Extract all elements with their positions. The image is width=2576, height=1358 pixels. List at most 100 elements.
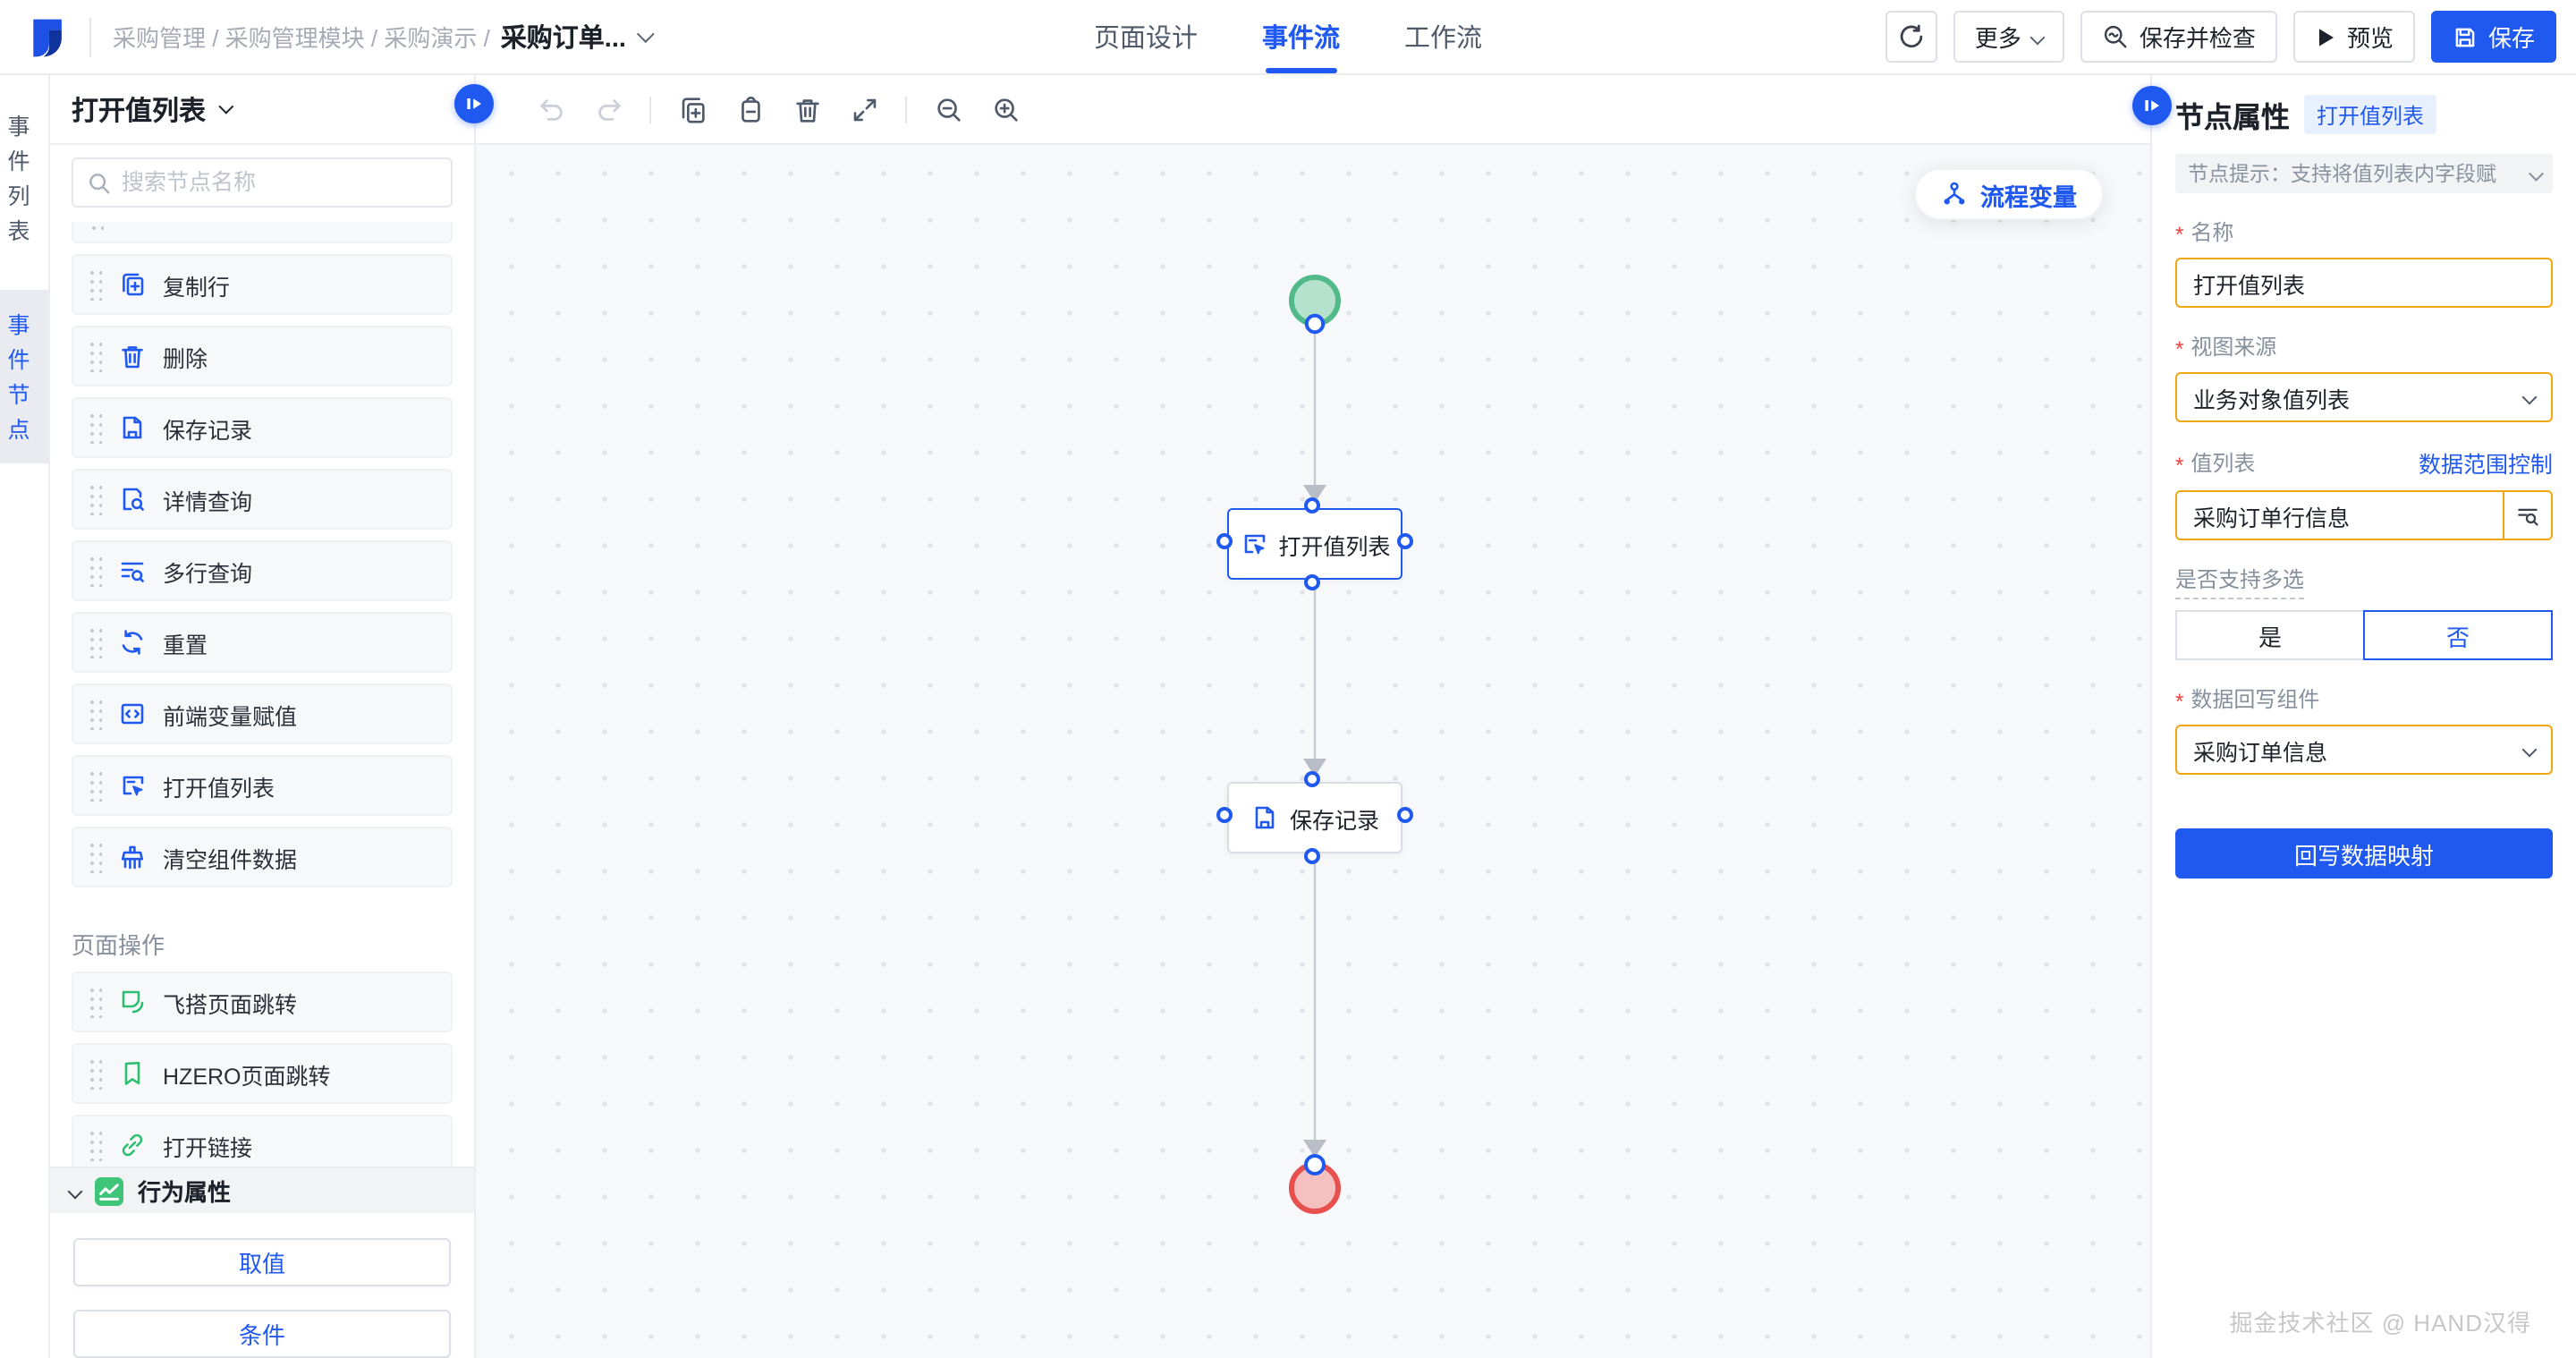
preview-button[interactable]: 预览 xyxy=(2292,11,2415,63)
flow-variable-button[interactable]: 流程变量 xyxy=(1914,168,2104,220)
node-item-save-record[interactable]: 保存记录 xyxy=(72,397,453,458)
list-item-clipped[interactable] xyxy=(72,222,453,243)
collapse-right-panel-button[interactable] xyxy=(2132,86,2172,125)
save-button[interactable]: 保存 xyxy=(2430,11,2556,63)
writeback-mapping-button[interactable]: 回写数据映射 xyxy=(2175,828,2553,878)
port-top[interactable] xyxy=(1303,497,1319,513)
drag-handle-icon[interactable] xyxy=(88,769,102,802)
zoom-in-button[interactable] xyxy=(989,93,1021,125)
paste-button[interactable] xyxy=(733,93,766,125)
drag-handle-icon[interactable] xyxy=(88,268,102,301)
port-right[interactable] xyxy=(1397,806,1413,822)
data-range-control-link[interactable]: 数据范围控制 xyxy=(2418,453,2553,478)
required-asterisk: * xyxy=(2175,452,2184,477)
get-value-button[interactable]: 取值 xyxy=(73,1238,451,1286)
copy-add-button[interactable] xyxy=(676,93,708,125)
lov-picker-button[interactable] xyxy=(2503,492,2551,539)
toolbar-divider xyxy=(905,96,907,123)
title-chevron-down-icon[interactable] xyxy=(636,25,655,44)
start-node-port[interactable] xyxy=(1304,313,1326,335)
rail-tab-event-list[interactable]: 事件列表 xyxy=(4,115,29,254)
delete-node-button[interactable] xyxy=(791,93,823,125)
edge-arrow-icon xyxy=(1303,759,1326,777)
drag-handle-icon[interactable] xyxy=(88,412,102,444)
panel-title-chevron-icon[interactable] xyxy=(218,98,234,115)
node-hint-bar[interactable]: 节点提示：支持将值列表内字段赋 xyxy=(2175,154,2553,193)
drag-handle-icon[interactable] xyxy=(88,841,102,873)
drag-handle-icon[interactable] xyxy=(88,340,102,372)
port-bottom[interactable] xyxy=(1303,848,1319,864)
undo-button[interactable] xyxy=(535,93,567,125)
watermark: 掘金技术社区 @ HAND汉得 xyxy=(2229,1310,2531,1337)
drag-handle-icon[interactable] xyxy=(88,1057,102,1090)
refresh-button[interactable] xyxy=(1885,11,1937,63)
tab-page-design[interactable]: 页面设计 xyxy=(1094,25,1198,54)
flow-edges-layer xyxy=(1289,275,1341,1214)
port-bottom[interactable] xyxy=(1303,574,1319,590)
view-source-select[interactable]: 业务对象值列表 xyxy=(2175,372,2553,422)
search-input[interactable] xyxy=(122,170,436,195)
writeback-select[interactable]: 采购订单信息 xyxy=(2175,725,2553,775)
required-asterisk: * xyxy=(2175,688,2184,713)
condition-button[interactable]: 条件 xyxy=(73,1310,451,1358)
zoom-out-button[interactable] xyxy=(932,93,964,125)
toggle-option-yes[interactable]: 是 xyxy=(2175,610,2363,660)
node-item-frontend-var-assign[interactable]: 前端变量赋值 xyxy=(72,683,453,744)
end-node-port[interactable] xyxy=(1304,1154,1326,1176)
node-item-feida-page-jump[interactable]: 飞搭页面跳转 xyxy=(72,972,453,1032)
node-item-hzero-page-jump[interactable]: HZERO页面跳转 xyxy=(72,1043,453,1104)
save-check-button[interactable]: 保存并检查 xyxy=(2080,11,2277,63)
edge-arrow-icon xyxy=(1303,1140,1326,1158)
flow-node-open-lov[interactable]: 打开值列表 xyxy=(1216,497,1413,590)
drag-handle-icon[interactable] xyxy=(88,698,102,730)
node-item-detail-query[interactable]: 详情查询 xyxy=(72,469,453,530)
name-field[interactable]: 打开值列表 xyxy=(2175,258,2553,308)
left-panel-footer: 取值 条件 xyxy=(50,1213,474,1358)
drag-handle-icon[interactable] xyxy=(88,1129,102,1161)
more-button[interactable]: 更多 xyxy=(1953,11,2064,63)
drag-handle-icon[interactable] xyxy=(88,483,102,515)
behavior-properties-bar[interactable]: 行为属性 xyxy=(50,1167,474,1213)
tab-workflow[interactable]: 工作流 xyxy=(1404,25,1482,54)
port-top[interactable] xyxy=(1303,771,1319,787)
tab-event-flow[interactable]: 事件流 xyxy=(1262,0,1340,73)
collapse-left-panel-button[interactable] xyxy=(454,84,494,123)
topbar-actions: 更多 保存并检查 预览 保存 xyxy=(1885,11,2556,63)
divider xyxy=(89,17,91,56)
fit-view-icon xyxy=(852,98,876,121)
flow-node-save-record[interactable]: 保存记录 xyxy=(1216,771,1413,864)
toggle-option-no[interactable]: 否 xyxy=(2363,610,2553,660)
node-hint-text: 节点提示：支持将值列表内字段赋 xyxy=(2188,165,2496,186)
port-left[interactable] xyxy=(1216,806,1233,822)
redo-icon xyxy=(597,98,620,120)
view-source-label: * 视图来源 xyxy=(2175,335,2277,361)
node-item-reset[interactable]: 重置 xyxy=(72,612,453,673)
fit-view-button[interactable] xyxy=(848,93,880,125)
breadcrumb-path[interactable]: 采购管理 / 采购管理模块 / 采购演示 / xyxy=(113,25,490,52)
trash-icon xyxy=(122,346,143,369)
canvas-area[interactable]: 流程变量 xyxy=(476,145,2150,1358)
port-right[interactable] xyxy=(1397,532,1413,548)
redo-button[interactable] xyxy=(592,93,624,125)
lov-field[interactable]: 采购订单行信息 xyxy=(2175,490,2553,540)
rail-tab-event-nodes[interactable]: 事件节点 xyxy=(0,290,48,463)
collapse-icon xyxy=(2145,100,2159,111)
right-panel-header: 节点属性 打开值列表 xyxy=(2175,93,2553,136)
node-item-open-link[interactable]: 打开链接 xyxy=(72,1115,453,1167)
app-logo-icon[interactable] xyxy=(23,13,72,61)
drag-handle-icon[interactable] xyxy=(88,986,102,1018)
node-item-open-lov[interactable]: 打开值列表 xyxy=(72,755,453,816)
multi-row-query-icon xyxy=(121,562,144,582)
drag-handle-icon[interactable] xyxy=(88,626,102,658)
play-icon xyxy=(2318,28,2334,46)
toolbar-divider xyxy=(649,96,651,123)
clipboard-icon xyxy=(741,96,759,122)
node-item-multi-row-query[interactable]: 多行查询 xyxy=(72,540,453,601)
port-left[interactable] xyxy=(1216,532,1233,548)
node-item-delete[interactable]: 删除 xyxy=(72,326,453,386)
save-icon xyxy=(2455,27,2475,47)
node-item-copy-row[interactable]: 复制行 xyxy=(72,254,453,315)
node-list: 复制行 删除 保存记录 详情查询 xyxy=(50,145,474,1167)
drag-handle-icon[interactable] xyxy=(88,555,102,587)
node-item-clear-component-data[interactable]: 清空组件数据 xyxy=(72,827,453,887)
